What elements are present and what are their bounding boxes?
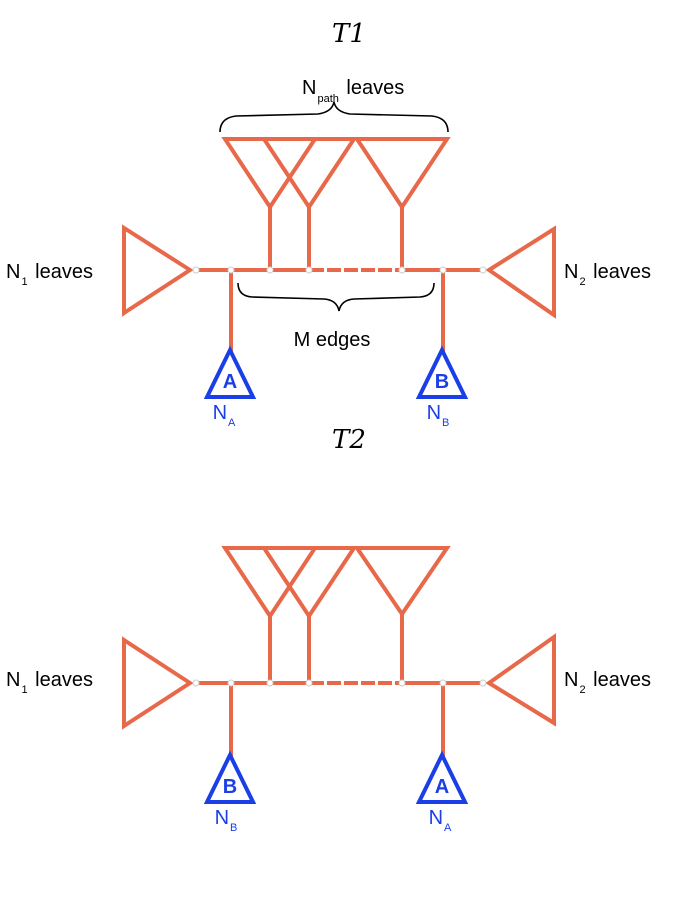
tree-1-n1-triangle (122, 224, 194, 317)
tree-1-node (266, 266, 274, 274)
tree-2-node (305, 679, 313, 687)
subtree-triangle-icon (203, 750, 257, 804)
tree-2: T2 N1 leaves N2 leaves B NB (6, 425, 651, 834)
tree-1-node (305, 266, 313, 274)
tree-1-subtree-a-label: NA (213, 402, 236, 429)
tree-2-path-triangle-1 (221, 546, 319, 683)
tree-1-n2-triangle (485, 225, 556, 319)
tree-2-node (439, 679, 447, 687)
subtree-triangle-icon (203, 345, 257, 399)
tree-1-n2-label: N2 leaves (564, 261, 651, 288)
tree-1-m-edges-brace (237, 282, 435, 312)
tree-2-path-triangle-2 (260, 546, 358, 683)
tree-1-node (192, 266, 200, 274)
tree-1: T1 Npath leaves M edges N1 leaves N (6, 19, 651, 429)
tree-1-subtree-b-letter: B (435, 371, 449, 393)
tree-2-n1-label: N1 leaves (6, 669, 93, 696)
tree-1-m-edges-label: M edges (294, 329, 371, 351)
tree-2-subtree-b: B NB (203, 750, 257, 834)
tree-2-subtree-a: A NA (415, 750, 469, 834)
tree-2-node (192, 679, 200, 687)
tree-1-n1-label: N1 leaves (6, 261, 93, 288)
tree-1-node (227, 266, 235, 274)
tree-2-subtree-b-label: NB (215, 807, 238, 834)
tree-2-node (266, 679, 274, 687)
tree-1-node (479, 266, 487, 274)
tree-2-node (479, 679, 487, 687)
tree-1-subtree-a-letter: A (223, 371, 237, 393)
tree-2-subtree-a-label: NA (429, 807, 452, 834)
tree-2-node (398, 679, 406, 687)
tree-2-node (227, 679, 235, 687)
tree-2-n1-triangle (122, 636, 194, 730)
tree-2-title: T2 (332, 425, 366, 455)
tree-2-n2-triangle (485, 633, 556, 727)
tree-1-path-triangle-2 (260, 137, 358, 270)
subtree-triangle-icon (415, 345, 469, 399)
tree-1-title: T1 (332, 19, 366, 49)
tree-1-subtree-b: B NB (415, 345, 469, 429)
tree-1-path-triangle-1 (221, 137, 319, 270)
tree-1-path-triangle-3 (353, 137, 451, 270)
tree-2-subtree-a-letter: A (435, 776, 449, 798)
tree-1-node (398, 266, 406, 274)
tree-1-subtree-b-label: NB (427, 402, 450, 429)
tree-2-path-triangle-3 (353, 546, 451, 683)
tree-2-subtree-b-letter: B (223, 776, 237, 798)
tree-1-subtree-a: A NA (203, 345, 257, 429)
tree-1-npath-label: Npath leaves (302, 77, 404, 105)
subtree-triangle-icon (415, 750, 469, 804)
tree-1-npath-brace (219, 101, 449, 133)
tree-1-node (439, 266, 447, 274)
tree-2-n2-label: N2 leaves (564, 669, 651, 696)
